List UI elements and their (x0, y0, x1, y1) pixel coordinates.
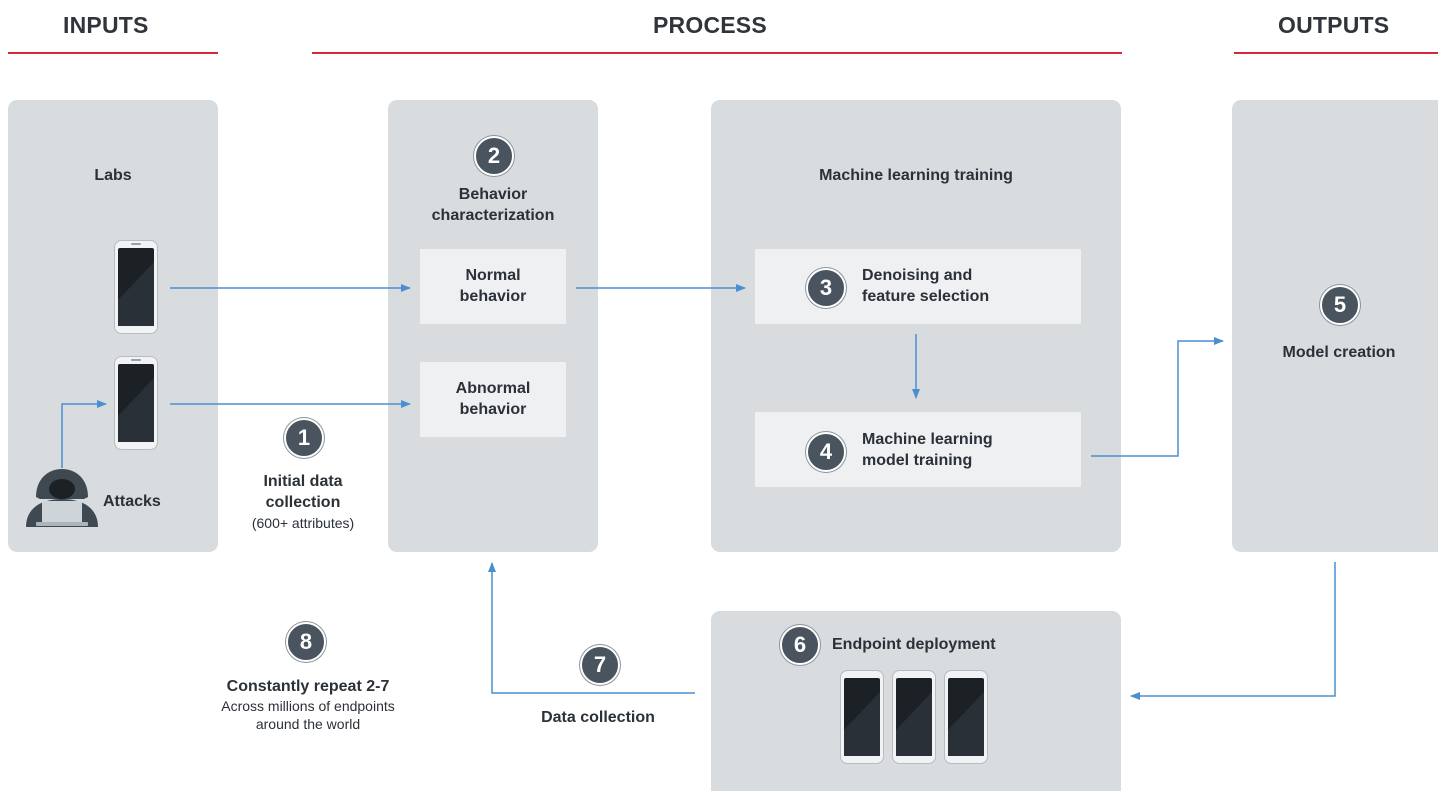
model-creation-panel (1232, 100, 1438, 552)
data-collection-label: Data collection (541, 709, 655, 726)
phone-icon (944, 670, 988, 764)
step-3-line1: Denoising and (862, 267, 973, 284)
abnormal-behavior-line1: Abnormal (455, 380, 531, 397)
step-2-title-line1: Behavior (458, 186, 528, 203)
step-1-title-line1: Initial data (263, 473, 343, 490)
step-8-note: Across millions of endpoints around the … (178, 697, 438, 733)
step-8-note-line2: around the world (255, 716, 361, 732)
step-4-badge: 4 (806, 432, 846, 472)
normal-behavior-line2: behavior (459, 288, 527, 305)
step-2-badge: 2 (474, 136, 514, 176)
step-1-badge: 1 (284, 418, 324, 458)
step-4-line1: Machine learning (862, 431, 993, 448)
header-outputs: OUTPUTS (1278, 12, 1390, 38)
phone-icon (114, 240, 158, 334)
step-1-note: (600+ attributes) (251, 515, 355, 531)
arrow-training-to-model (1091, 337, 1224, 457)
step-1-title-line2: collection (265, 494, 341, 511)
labs-label: Labs (94, 167, 132, 184)
step-4-label: Machine learning model training (862, 429, 1062, 471)
normal-behavior-box (420, 249, 566, 324)
normal-behavior-line1: Normal (465, 267, 521, 284)
header-process-rule (312, 52, 1122, 54)
inputs-panel (8, 100, 218, 552)
step-8-note-line1: Across millions of endpoints (221, 698, 395, 714)
step-3-badge: 3 (806, 268, 846, 308)
hacker-icon (26, 469, 98, 527)
step-3-line2: feature selection (862, 288, 990, 305)
phone-icon (840, 670, 884, 764)
normal-behavior-label: Normal behavior (420, 265, 566, 307)
arrow-model-to-endpoint (1130, 562, 1336, 700)
endpoint-deployment-label: Endpoint deployment (832, 636, 996, 653)
abnormal-behavior-line2: behavior (459, 401, 527, 418)
header-inputs: INPUTS (63, 12, 149, 38)
header-outputs-rule (1234, 52, 1438, 54)
header-inputs-rule (8, 52, 218, 54)
attacks-label: Attacks (103, 493, 161, 510)
step-1-title: Initial data collection (222, 471, 384, 513)
step-8-title: Constantly repeat 2-7 (226, 678, 390, 695)
step-8-badge: 8 (286, 622, 326, 662)
step-5-badge: 5 (1320, 285, 1360, 325)
abnormal-behavior-label: Abnormal behavior (420, 378, 566, 420)
step-7-badge: 7 (580, 645, 620, 685)
model-creation-label: Model creation (1282, 344, 1396, 361)
phone-icon (892, 670, 936, 764)
abnormal-behavior-box (420, 362, 566, 437)
phone-icon (114, 356, 158, 450)
step-2-title-line2: characterization (431, 207, 555, 224)
step-4-line2: model training (862, 452, 973, 469)
ml-training-title: Machine learning training (819, 167, 1013, 184)
arrow-endpoint-to-behavior (488, 562, 695, 694)
header-process: PROCESS (653, 12, 767, 38)
step-2-title: Behavior characterization (388, 184, 598, 226)
arrow-attacks-to-phone2 (61, 400, 107, 468)
step-6-badge: 6 (780, 625, 820, 665)
step-3-label: Denoising and feature selection (862, 265, 1062, 307)
